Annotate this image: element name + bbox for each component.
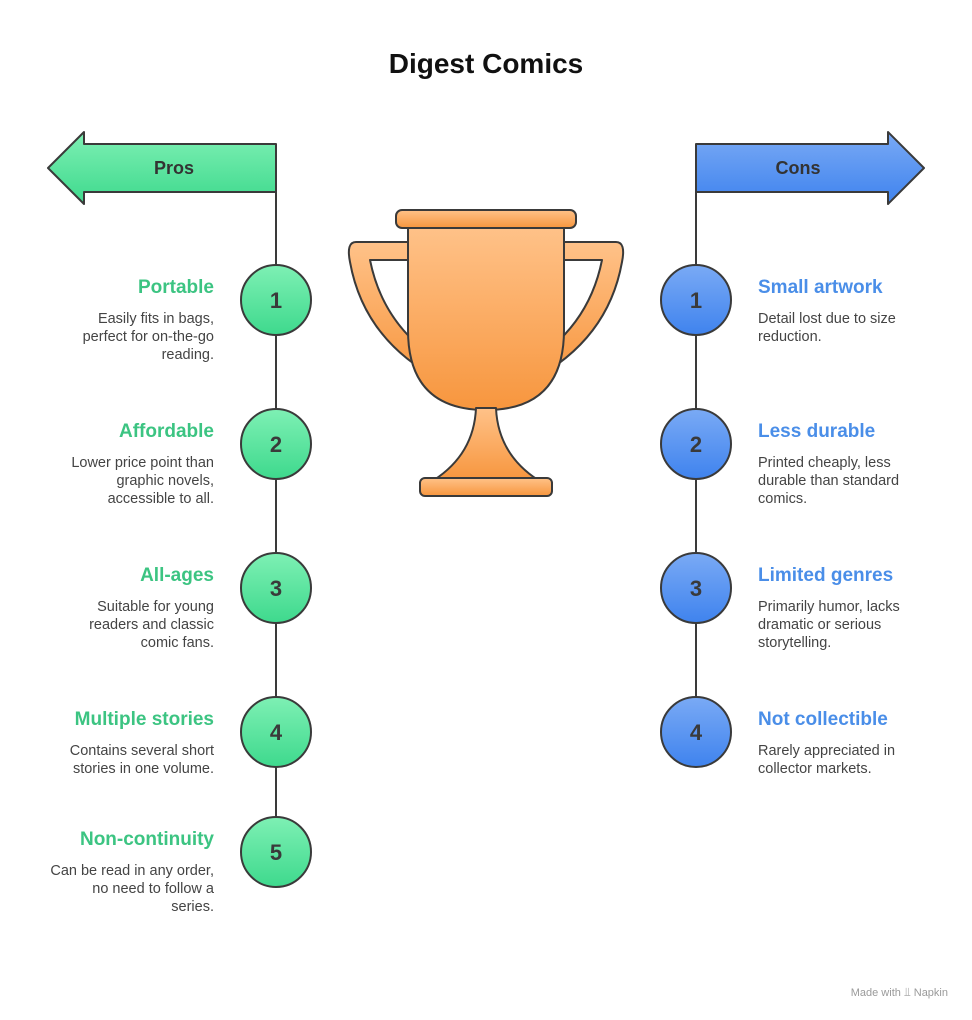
pros-item-description-line: reading. bbox=[161, 347, 214, 363]
cons-item-description: Printed cheaply, less durable than standa… bbox=[758, 454, 938, 508]
cons-circle-2 bbox=[660, 408, 732, 480]
cons-item-description-line: collector markets. bbox=[758, 761, 872, 777]
pros-marker-2: 2 bbox=[240, 408, 312, 480]
cons-item-title: Small artwork bbox=[758, 277, 883, 298]
pros-item-description-line: accessible to all. bbox=[107, 491, 214, 507]
pros-circle-1 bbox=[240, 264, 312, 336]
pros-item-title: Affordable bbox=[119, 421, 214, 442]
cons-item-description-line: storytelling. bbox=[758, 635, 832, 651]
pros-item-title: All-ages bbox=[140, 565, 214, 586]
pros-item-description-line: Lower price point than bbox=[71, 455, 214, 471]
cons-number-4: 4 bbox=[690, 720, 703, 745]
pros-marker-4: 4 bbox=[240, 696, 312, 768]
pros-number-5: 5 bbox=[270, 840, 282, 865]
pros-item-description-line: comic fans. bbox=[140, 635, 214, 651]
cons-item-description-line: durable than standard bbox=[758, 473, 900, 489]
pros-marker-5: 5 bbox=[240, 816, 312, 888]
pros-item-description-line: Suitable for young bbox=[97, 599, 214, 615]
cons-marker-3: 3 bbox=[660, 552, 732, 624]
pros-item-description: Easily fits in bags, perfect for on-the-g… bbox=[34, 310, 214, 364]
pros-label: Pros bbox=[154, 158, 194, 178]
pros-item-description-line: no need to follow a bbox=[92, 881, 214, 897]
pros-number-1: 1 bbox=[270, 288, 282, 313]
pros-item-description: Can be read in any order, no need to foll… bbox=[34, 862, 214, 916]
cons-item-description-line: Detail lost due to size bbox=[758, 311, 896, 327]
pros-marker-3: 3 bbox=[240, 552, 312, 624]
footer-brand: Napkin bbox=[913, 987, 948, 999]
napkin-logo-icon: ⫫ bbox=[903, 985, 911, 999]
page-title: Digest Comics bbox=[388, 48, 584, 79]
pros-item-title: Multiple stories bbox=[74, 709, 214, 730]
cons-item-description: Detail lost due to size reduction. bbox=[758, 310, 938, 346]
cons-circle-1 bbox=[660, 264, 732, 336]
pros-circle-4 bbox=[240, 696, 312, 768]
pros-item-description-line: Can be read in any order, bbox=[50, 863, 214, 879]
cons-item-title: Not collectible bbox=[758, 709, 888, 730]
pros-marker-1: 1 bbox=[240, 264, 312, 336]
cons-marker-2: 2 bbox=[660, 408, 732, 480]
pros-number-2: 2 bbox=[270, 432, 282, 457]
pros-item-description-line: perfect for on-the-go bbox=[82, 329, 214, 345]
footer-credit: Made with ⫫ Napkin bbox=[851, 985, 948, 1000]
pros-circle-5 bbox=[240, 816, 312, 888]
cons-item-description-line: comics. bbox=[758, 491, 808, 507]
pros-item-description: Suitable for young readers and classic com… bbox=[34, 598, 214, 652]
pros-number-3: 3 bbox=[270, 576, 282, 601]
cons-item-title: Less durable bbox=[758, 421, 876, 442]
footer-text: Made with bbox=[850, 987, 901, 999]
cons-number-3: 3 bbox=[690, 576, 702, 601]
cons-item-description-line: Primarily humor, lacks bbox=[758, 599, 900, 615]
pros-item-description: Contains several short stories in one vol… bbox=[34, 742, 214, 778]
pros-item-description-line: series. bbox=[171, 899, 214, 915]
pros-item-description-line: readers and classic bbox=[89, 617, 214, 633]
cons-marker-1: 1 bbox=[660, 264, 732, 336]
cons-item-description-line: dramatic or serious bbox=[758, 617, 882, 633]
pros-item-title: Non-continuity bbox=[79, 829, 214, 850]
cons-item-description-line: Printed cheaply, less bbox=[758, 455, 891, 471]
cons-item-description-line: reduction. bbox=[758, 329, 822, 345]
pros-item-description-line: graphic novels, bbox=[116, 473, 214, 489]
trophy-icon bbox=[347, 209, 625, 497]
cons-label: Cons bbox=[776, 158, 821, 178]
cons-item-description: Primarily humor, lacks dramatic or seriou… bbox=[758, 598, 938, 652]
pros-item-description-line: Easily fits in bags, bbox=[97, 311, 214, 327]
pros-arrow: Pros bbox=[47, 131, 277, 205]
pros-item-description: Lower price point than graphic novels, acc… bbox=[34, 454, 214, 508]
cons-item-title: Limited genres bbox=[758, 565, 894, 586]
cons-circle-4 bbox=[660, 696, 732, 768]
pros-circle-3 bbox=[240, 552, 312, 624]
pros-circle-2 bbox=[240, 408, 312, 480]
cons-item-description: Rarely appreciated in collector markets. bbox=[758, 742, 938, 778]
pros-item-title: Portable bbox=[137, 277, 214, 298]
pros-item-description-line: stories in one volume. bbox=[72, 761, 214, 777]
cons-arrow: Cons bbox=[695, 131, 925, 205]
cons-item-description-line: Rarely appreciated in bbox=[758, 743, 896, 759]
cons-number-1: 1 bbox=[690, 288, 702, 313]
cons-circle-3 bbox=[660, 552, 732, 624]
pros-number-4: 4 bbox=[270, 720, 283, 745]
cons-marker-4: 4 bbox=[660, 696, 732, 768]
cons-number-2: 2 bbox=[690, 432, 702, 457]
pros-item-description-line: Contains several short bbox=[69, 743, 214, 759]
